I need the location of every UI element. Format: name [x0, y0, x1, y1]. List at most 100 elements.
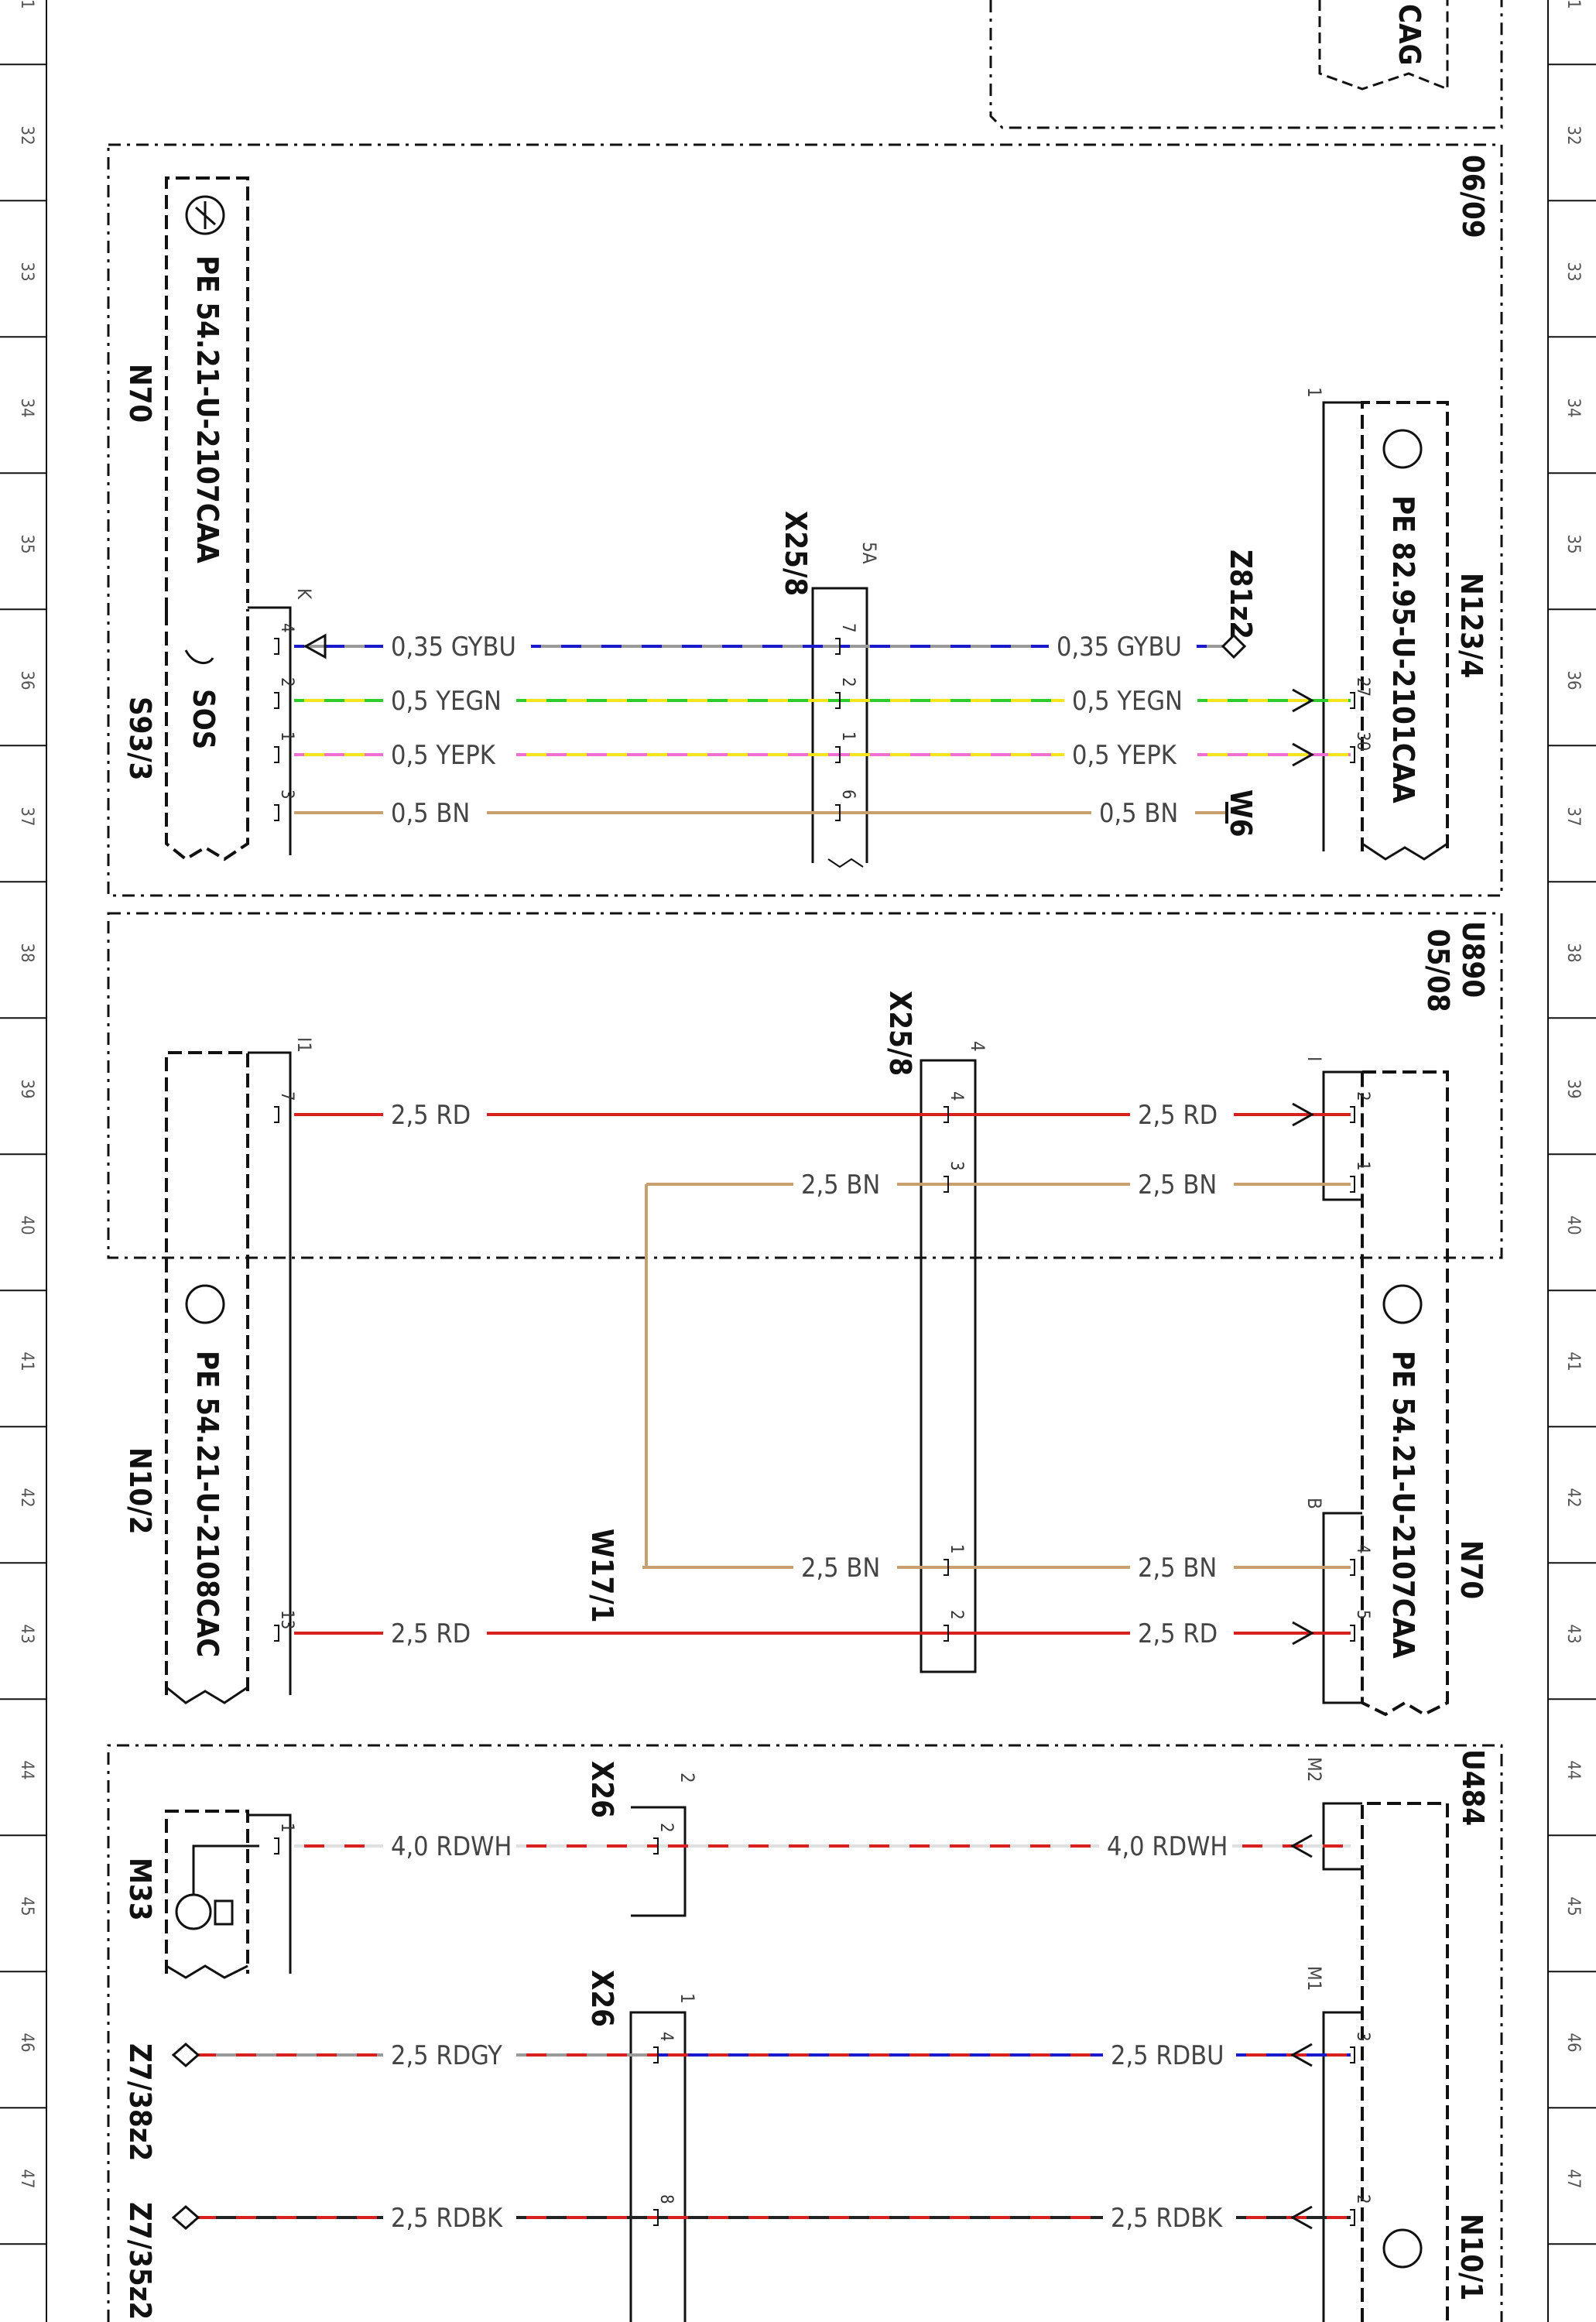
grid-label: 46 [1563, 2033, 1583, 2052]
wire-label-right-w7: 2,5 BN [1138, 1553, 1217, 1584]
wire-label-left-w3-bg [386, 738, 513, 770]
x25-top-code: X25/8 [779, 511, 813, 596]
grid-ruler-left: 3132333435363738394041424344454647 [0, 0, 47, 2322]
diagnostic-icon [1382, 429, 1423, 469]
pin-right-w3: 30 [1353, 731, 1372, 751]
grid-label: 38 [1563, 943, 1583, 962]
wire-label-right-w10: 2,5 RDBU [1111, 2040, 1224, 2071]
n70-top-part: PE 54.21-U-2107CAA [190, 255, 224, 563]
u484-label: U484 [1456, 1749, 1490, 1826]
wire-label-right-w1-bg [1052, 629, 1194, 662]
pin-left-w3-mark [274, 746, 279, 763]
x26-b-conn: 1 [676, 1993, 698, 2004]
grid-label: 41 [17, 1351, 36, 1371]
arrow-w8 [1292, 1621, 1315, 1646]
diagnostic-icon [1382, 2228, 1423, 2269]
pin-mid-w11-mark [653, 2209, 659, 2226]
grid-label: 42 [17, 1488, 36, 1507]
motor-sensor-icon [214, 1899, 234, 1926]
pin-right-w6-mark [1350, 1176, 1355, 1193]
pin-mid-w7: 1 [947, 1544, 966, 1554]
diagnostic-icon [185, 1284, 225, 1324]
wire-label-left-w6-bg [796, 1167, 894, 1200]
wire-label-left-w10-bg [386, 2038, 513, 2070]
n70-bot-conn-b: B [1303, 1498, 1325, 1509]
n123-part: PE 82.95-U-2101CAA [1386, 495, 1420, 803]
n10-1-m1: M1 [1303, 1966, 1325, 1991]
n70-bot-part: PE 54.21-U-2107CAA [1386, 1351, 1420, 1659]
top-stub-component: CAG [1318, 0, 1449, 91]
pin-left-w8: 13 [277, 1610, 296, 1629]
wire-label-left-w9-bg [386, 1829, 513, 1861]
grid-label: 45 [1563, 1896, 1583, 1916]
arrow-w10 [1289, 2043, 1313, 2067]
x25-mid-code: X25/8 [883, 991, 917, 1076]
wire-label-left-w6: 2,5 BN [801, 1170, 880, 1200]
pin-left-w5: 7 [277, 1091, 296, 1101]
arrow-w11 [1289, 2205, 1313, 2230]
diagnostic-icon-mark [195, 201, 216, 229]
grid-label: 41 [1563, 1351, 1583, 1371]
grid-label: 36 [1563, 670, 1583, 690]
wire-label-right-w1: 0,35 GYBU [1057, 632, 1182, 663]
wire-label-left-w3: 0,5 YEPK [391, 740, 496, 771]
grid-label: 47 [1563, 2169, 1583, 2188]
arrow-w2 [1292, 688, 1315, 713]
splice-w1 [1221, 633, 1247, 659]
wire-label-left-w7-bg [796, 1550, 894, 1583]
pin-left-w5-mark [274, 1106, 279, 1123]
arrow-left-w1 [303, 633, 327, 659]
sheet-ref-0609: 06/09 [1456, 155, 1490, 238]
pin-right-w11: 2 [1353, 2194, 1372, 2204]
pin-mid-w1-mark [835, 638, 841, 655]
pin-mid-w4: 6 [838, 789, 858, 800]
pin-right-w8-mark [1350, 1625, 1355, 1642]
pin-left-w9-mark [274, 1837, 279, 1855]
n123-conn: 1 [1303, 387, 1325, 398]
pin-right-w10: 3 [1353, 2032, 1372, 2042]
wire-label-right-w9: 4,0 RDWH [1107, 1831, 1228, 1862]
pin-mid-w3-mark [835, 746, 841, 763]
grid-label: 39 [17, 1079, 36, 1098]
pin-left-w2: 2 [277, 677, 296, 687]
s93-code: S93/3 [123, 697, 157, 780]
grid-label: 42 [1563, 1488, 1583, 1507]
pin-right-w7: 4 [1353, 1544, 1372, 1554]
pin-right-w5: 2 [1353, 1091, 1372, 1101]
n70-bot-code: N70 [1454, 1540, 1488, 1599]
pin-right-w11-mark [1350, 2209, 1355, 2226]
pin-right-w7-mark [1350, 1559, 1355, 1576]
pin-right-w10-mark [1350, 2046, 1355, 2063]
top-stub-label: CAG [1392, 4, 1426, 66]
wire-label-left-w5: 2,5 RD [391, 1100, 471, 1131]
x25-mid-conn: 4 [967, 1041, 988, 1052]
pin-left-w1-mark [274, 638, 279, 655]
wire-label-right-w6-bg [1133, 1167, 1231, 1200]
grid-label: 34 [17, 398, 36, 417]
pin-mid-w6: 3 [947, 1161, 966, 1171]
n123-code: N123/4 [1454, 573, 1488, 678]
diagnostic-icon [185, 195, 225, 235]
wire-label-right-w7-bg [1133, 1550, 1231, 1583]
wire-label-left-w2: 0,5 YEGN [391, 686, 502, 717]
n10-1-code: N10/1 [1454, 2214, 1488, 2300]
grid-label: 39 [1563, 1079, 1583, 1098]
s93-module: K SOS S93/3 [123, 588, 315, 861]
pin-mid-w1: 7 [838, 623, 858, 633]
frames [107, 0, 1503, 2322]
wire-label-right-w4: 0,5 BN [1099, 798, 1178, 829]
pin-mid-w10: 4 [656, 2032, 676, 2042]
pin-mid-w10-mark [653, 2046, 659, 2063]
wire-label-right-w5: 2,5 RD [1138, 1100, 1218, 1131]
n70-top-code: N70 [123, 364, 157, 423]
grid-label: 34 [1563, 398, 1583, 417]
x26-a-conn: 2 [676, 1772, 698, 1783]
grid-label: 44 [17, 1760, 36, 1779]
z7-38-code: Z7/38z2 [123, 2043, 157, 2161]
wire-label-left-w9: 4,0 RDWH [391, 1831, 512, 1862]
pin-left-w2-mark [274, 692, 279, 709]
grid-label: 33 [1563, 262, 1583, 281]
wire-label-right-w5-bg [1133, 1098, 1231, 1130]
grid-label: 33 [17, 262, 36, 281]
wire-label-left-w11-bg [386, 2200, 513, 2233]
